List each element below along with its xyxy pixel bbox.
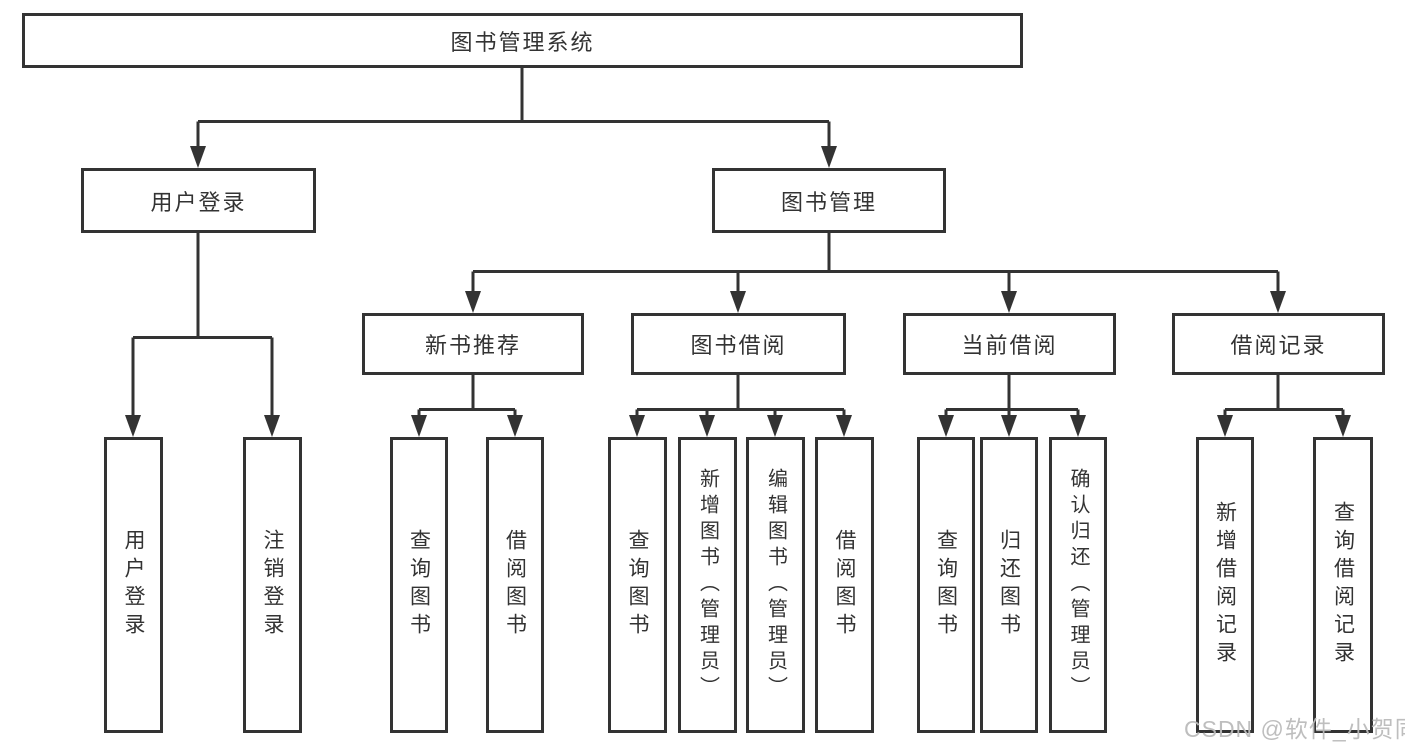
node-leaf-query-book-1: 查询图书 (390, 437, 448, 733)
node-leaf-return-book: 归还图书 (980, 437, 1038, 733)
connector-newbook-children (411, 375, 523, 437)
connector-login-children (125, 233, 280, 437)
arrowhead-icon (190, 146, 206, 168)
arrowhead-icon (1001, 415, 1017, 437)
arrowhead-icon (125, 415, 141, 437)
node-leaf-query-book-2: 查询图书 (608, 437, 667, 733)
connector-current-children (938, 375, 1086, 437)
arrowhead-icon (938, 415, 954, 437)
node-book-borrow: 图书借阅 (631, 313, 846, 375)
arrowhead-icon (264, 415, 280, 437)
node-leaf-confirm-return-admin: 确认归还（管理员） (1049, 437, 1107, 733)
node-leaf-user-login: 用户登录 (104, 437, 163, 733)
connector-root-to-level1 (190, 68, 837, 168)
node-leaf-add-book-admin: 新增图书（管理员） (678, 437, 737, 733)
connector-bookmgmt-children (465, 233, 1286, 313)
node-leaf-query-borrow-record: 查询借阅记录 (1313, 437, 1373, 733)
node-new-book-recommend: 新书推荐 (362, 313, 584, 375)
arrowhead-icon (1001, 291, 1017, 313)
connector-borrow-children (629, 375, 852, 437)
arrowhead-icon (411, 415, 427, 437)
node-user-login: 用户登录 (81, 168, 316, 233)
arrowhead-icon (836, 415, 852, 437)
arrowhead-icon (767, 415, 783, 437)
arrowhead-icon (730, 291, 746, 313)
arrowhead-icon (507, 415, 523, 437)
connector-records-children (1217, 375, 1351, 437)
node-leaf-edit-book-admin: 编辑图书（管理员） (746, 437, 805, 733)
arrowhead-icon (1070, 415, 1086, 437)
node-book-management: 图书管理 (712, 168, 946, 233)
node-leaf-query-book-3: 查询图书 (917, 437, 975, 733)
arrowhead-icon (821, 146, 837, 168)
node-root-system: 图书管理系统 (22, 13, 1023, 68)
node-borrow-records: 借阅记录 (1172, 313, 1385, 375)
arrowhead-icon (465, 291, 481, 313)
node-leaf-borrow-book-2: 借阅图书 (815, 437, 874, 733)
arrowhead-icon (1335, 415, 1351, 437)
node-leaf-logout: 注销登录 (243, 437, 302, 733)
node-current-borrow: 当前借阅 (903, 313, 1116, 375)
arrowhead-icon (629, 415, 645, 437)
csdn-watermark: CSDN @软件_小贺同学 (1184, 716, 1405, 742)
node-leaf-add-borrow-record: 新增借阅记录 (1196, 437, 1254, 733)
arrowhead-icon (699, 415, 715, 437)
arrowhead-icon (1270, 291, 1286, 313)
arrowhead-icon (1217, 415, 1233, 437)
node-leaf-borrow-book-1: 借阅图书 (486, 437, 544, 733)
